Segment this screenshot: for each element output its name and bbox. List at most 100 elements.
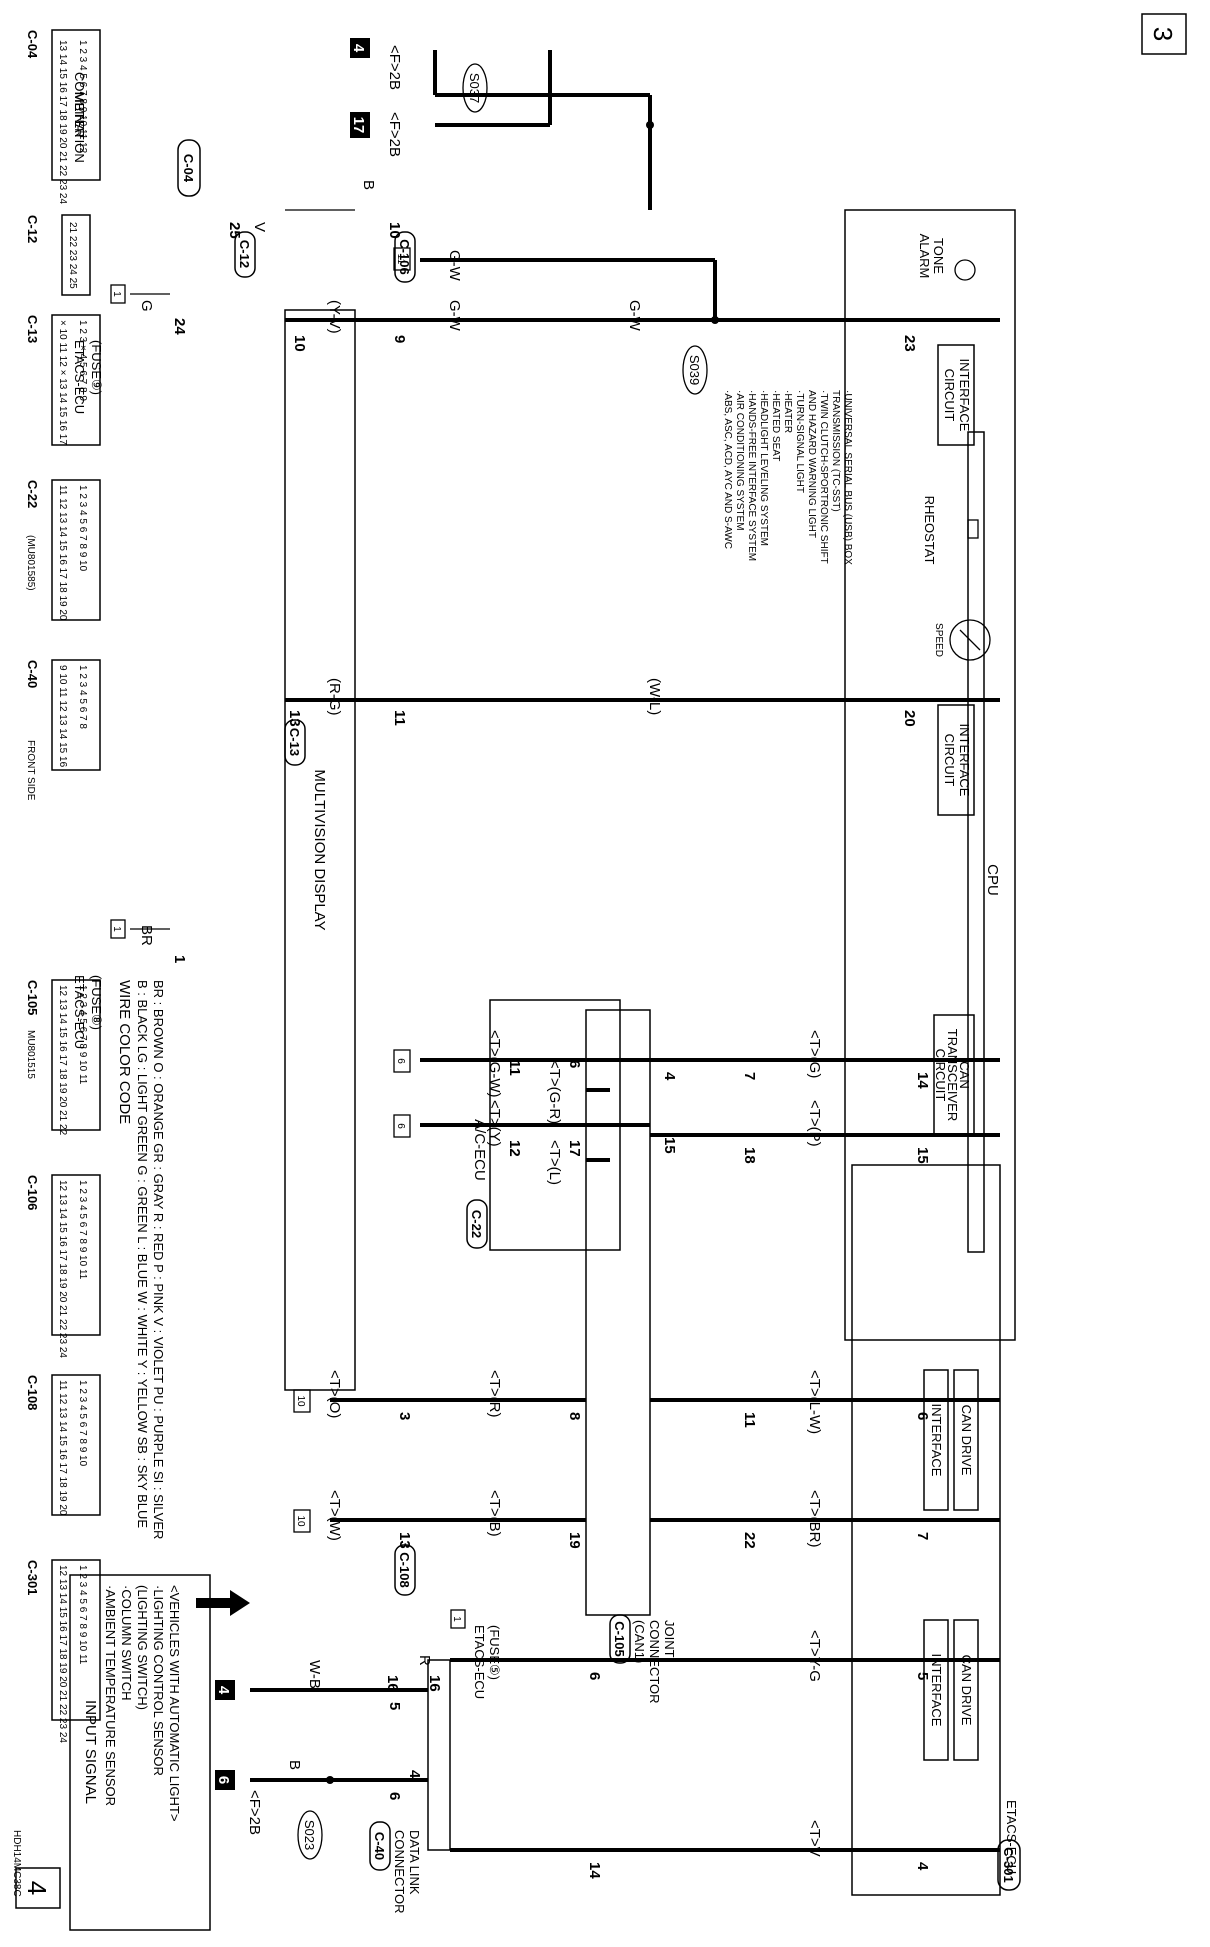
svg-text:11: 11 <box>741 1412 758 1428</box>
svg-text:·AMBIENT TEMPERATURE SENSOR: ·AMBIENT TEMPERATURE SENSOR <box>103 1585 118 1806</box>
wire-g-w: 23 G-W G-W G-W 10 9 (Y-V) 11 <box>285 247 1000 352</box>
svg-text:AND HAZARD WARNING LIGHT: AND HAZARD WARNING LIGHT <box>806 390 817 538</box>
svg-text:6: 6 <box>215 1776 232 1784</box>
tone-alarm: TONE ALARM <box>917 234 976 281</box>
connector-view-c04: C-04 1 2 3 4 5 6 7 8 9 10 11 12 13 14 15… <box>25 29 101 204</box>
svg-text:<T>(R): <T>(R) <box>486 1370 503 1418</box>
svg-text:4: 4 <box>22 1881 52 1895</box>
svg-text:INPUT SIGNAL: INPUT SIGNAL <box>82 1700 99 1804</box>
svg-text:4: 4 <box>661 1072 678 1081</box>
svg-text:S037: S037 <box>467 73 482 103</box>
svg-text:CIRCUIT: CIRCUIT <box>933 1049 948 1102</box>
svg-text:1 2 3 4 5 6 7 8 9 10 11: 1 2 3 4 5 6 7 8 9 10 11 <box>77 1180 88 1280</box>
svg-text:<VEHICLES WITH AUTOMATIC LIGHT: <VEHICLES WITH AUTOMATIC LIGHT> <box>167 1585 182 1821</box>
etacs-can-drive-1: CAN DRIVE INTERFACE <box>923 1369 979 1511</box>
svg-text:·AIR CONDITIONING SYSTEM: ·AIR CONDITIONING SYSTEM <box>734 390 745 531</box>
svg-text:15: 15 <box>914 1147 931 1164</box>
svg-text:HDH14MC38C: HDH14MC38C <box>11 1830 22 1897</box>
svg-text:12: 12 <box>506 1140 523 1157</box>
svg-text:·LIGHTING CONTROL SENSOR: ·LIGHTING CONTROL SENSOR <box>151 1585 166 1776</box>
can-wire-8: 8 <T>(R) 3 <T>(O) <box>326 1370 586 1420</box>
input-signal-box: INPUT SIGNAL ·AMBIENT TEMPERATURE SENSOR… <box>69 1574 211 1931</box>
svg-text:CPU: CPU <box>984 864 1001 896</box>
svg-text:5: 5 <box>386 1702 403 1710</box>
svg-text:G-W: G-W <box>446 250 463 282</box>
etacs-fuse5-source: ETACS-ECU (FUSE⑤) R 16 1 <box>384 1609 502 1699</box>
svg-text:RHEOSTAT: RHEOSTAT <box>922 496 937 565</box>
svg-text:CONNECTOR: CONNECTOR <box>392 1830 407 1914</box>
svg-text:·UNIVERSAL SERIAL BUS (USB) BO: ·UNIVERSAL SERIAL BUS (USB) BOX <box>842 390 853 565</box>
svg-text:(CAN1): (CAN1) <box>632 1620 647 1663</box>
svg-text:ETACS-ECU: ETACS-ECU <box>472 1625 487 1699</box>
svg-text:C-40: C-40 <box>25 660 40 688</box>
svg-text:9 10 11 12 13 14 15 16: 9 10 11 12 13 14 15 16 <box>57 665 68 768</box>
joint-connector: JOINT CONNECTOR (CAN1) C-105 <box>585 1009 677 1704</box>
svg-text:ETACS-ECU: ETACS-ECU <box>72 975 87 1049</box>
svg-text:11: 11 <box>395 254 406 265</box>
svg-text:7: 7 <box>741 1072 758 1080</box>
wire-color-code: WIRE COLOR CODE B : BLACK LG : LIGHT GRE… <box>116 980 166 1539</box>
svg-text:·TURN-SIGNAL LIGHT: ·TURN-SIGNAL LIGHT <box>794 390 805 493</box>
input-signal-arrow <box>196 1590 250 1616</box>
svg-text:ETACS-ECU: ETACS-ECU <box>1004 1800 1019 1874</box>
svg-text:1: 1 <box>111 291 122 297</box>
svg-text:11 12 13 14 15 16 17 18 19 20: 11 12 13 14 15 16 17 18 19 20 <box>57 1380 68 1516</box>
svg-text:B : BLACK LG : LIGHT GREEN: B : BLACK LG : LIGHT GREEN G : GREEN L :… <box>135 980 150 1528</box>
svg-text:6: 6 <box>395 1058 406 1064</box>
svg-text:COMBINATION: COMBINATION <box>72 72 87 163</box>
svg-text:TRANSMISSION (TC-SST): TRANSMISSION (TC-SST) <box>830 390 841 512</box>
svg-text:<F>2B: <F>2B <box>246 1790 263 1835</box>
svg-text:MU801515: MU801515 <box>25 1030 36 1079</box>
connector-view-c40: C-40 FRONT SIDE 1 2 3 4 5 6 7 8 9 10 11 … <box>25 659 101 801</box>
svg-text:<T>(Y): <T>(Y) <box>486 1100 503 1147</box>
svg-text:14: 14 <box>914 1072 931 1089</box>
svg-text:3: 3 <box>396 1412 413 1420</box>
svg-text:SPEED: SPEED <box>933 623 944 657</box>
svg-text:1 2 3 4 5 6 7 8 9 10: 1 2 3 4 5 6 7 8 9 10 <box>77 1380 88 1467</box>
svg-text:1 2 3 4 5 6 7 8 9 10 11 12: 1 2 3 4 5 6 7 8 9 10 11 12 <box>77 40 88 154</box>
svg-text:C-04: C-04 <box>181 154 196 183</box>
svg-text:11: 11 <box>391 710 408 726</box>
svg-text:C-105: C-105 <box>25 980 40 1015</box>
svg-text:C-40: C-40 <box>372 1832 387 1860</box>
svg-text:C-22: C-22 <box>469 1210 484 1238</box>
svg-text:B: B <box>286 1760 303 1770</box>
svg-text:24: 24 <box>171 318 188 335</box>
svg-text:9: 9 <box>391 335 408 343</box>
svg-text:6: 6 <box>914 1412 931 1420</box>
svg-text:<T>(W): <T>(W) <box>326 1490 343 1541</box>
speed-gauge: SPEED <box>933 619 991 661</box>
svg-text:16: 16 <box>384 1675 401 1692</box>
svg-text:C-13: C-13 <box>25 315 40 343</box>
svg-text:6: 6 <box>586 1672 603 1680</box>
svg-text:1: 1 <box>111 926 122 932</box>
svg-text:6: 6 <box>566 1060 583 1068</box>
figure-code: HDH14MC38C <box>11 1830 22 1897</box>
can-wire-meter-15: 15 <T>(Y) <box>420 1100 678 1154</box>
splice-s037: S037 <box>462 63 488 113</box>
meter-cpu-bar: CPU <box>967 431 1001 1253</box>
s039-destination-list: ·ABS, ASC, ACD, AYC AND S-AWC ·AIR CONDI… <box>722 390 853 565</box>
etacs-can-drive-2: CAN DRIVE INTERFACE <box>923 1619 979 1761</box>
svg-text:21 22 23 24 25: 21 22 23 24 25 <box>67 222 78 289</box>
svg-text:25: 25 <box>226 222 243 239</box>
meter-interface-circuit-2: INTERFACE CIRCUIT <box>937 704 975 816</box>
data-link-connector: DATA LINK CONNECTOR C-40 <box>369 1659 451 1914</box>
svg-text:<T>(L): <T>(L) <box>546 1140 563 1185</box>
page-ref-10b: 10 <box>293 1509 311 1533</box>
svg-text:·COLUMN SWITCH: ·COLUMN SWITCH <box>119 1585 134 1701</box>
svg-text:<F>2B: <F>2B <box>386 112 403 157</box>
connector-view-c13: C-13 1 2 3 × 4 5 6 7 8 9 × 10 11 12 × 13… <box>25 314 101 446</box>
svg-text:<T>(G-W): <T>(G-W) <box>486 1030 503 1098</box>
svg-text:13: 13 <box>286 710 303 727</box>
svg-text:1 2 3 4 5 6 7 8 9 10: 1 2 3 4 5 6 7 8 9 10 <box>77 485 88 572</box>
svg-text:G-W: G-W <box>446 300 463 332</box>
svg-text:12 13 14 15 16 17 18 19 20 21: 12 13 14 15 16 17 18 19 20 21 22 23 24 <box>57 1565 68 1743</box>
svg-text:C-108: C-108 <box>25 1375 40 1410</box>
can-wire-ac-17: 17 <T>(L) 12 <box>506 1140 610 1185</box>
svg-text:1 2 3 4 5 6 7 8: 1 2 3 4 5 6 7 8 <box>77 665 88 729</box>
svg-text:C-105: C-105 <box>612 1621 627 1656</box>
multivision-display: MULTIVISION DISPLAY <box>284 309 356 1391</box>
svg-text:METER: METER <box>72 92 87 138</box>
svg-text:× 10 11 12 × 13 14 15 16 17: × 10 11 12 × 13 14 15 16 17 <box>57 320 68 445</box>
